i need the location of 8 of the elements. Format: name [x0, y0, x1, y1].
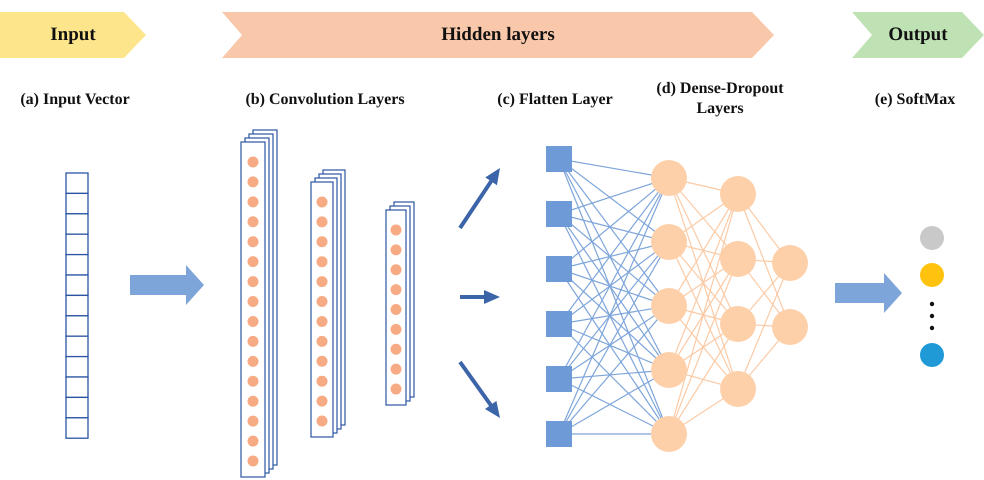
- column-heading: (d) Dense-Dropout Layers: [655, 79, 785, 119]
- column-heading: (e) SoftMax: [874, 90, 956, 110]
- column-heading: (c) Flatten Layer: [496, 90, 614, 110]
- column-heading: (a) Input Vector: [19, 90, 131, 110]
- chevron-banner: Output: [852, 12, 984, 58]
- chevron-banner: Hidden layers: [222, 12, 774, 58]
- chevron-banner: Input: [0, 12, 146, 58]
- column-heading: (b) Convolution Layers: [244, 90, 406, 110]
